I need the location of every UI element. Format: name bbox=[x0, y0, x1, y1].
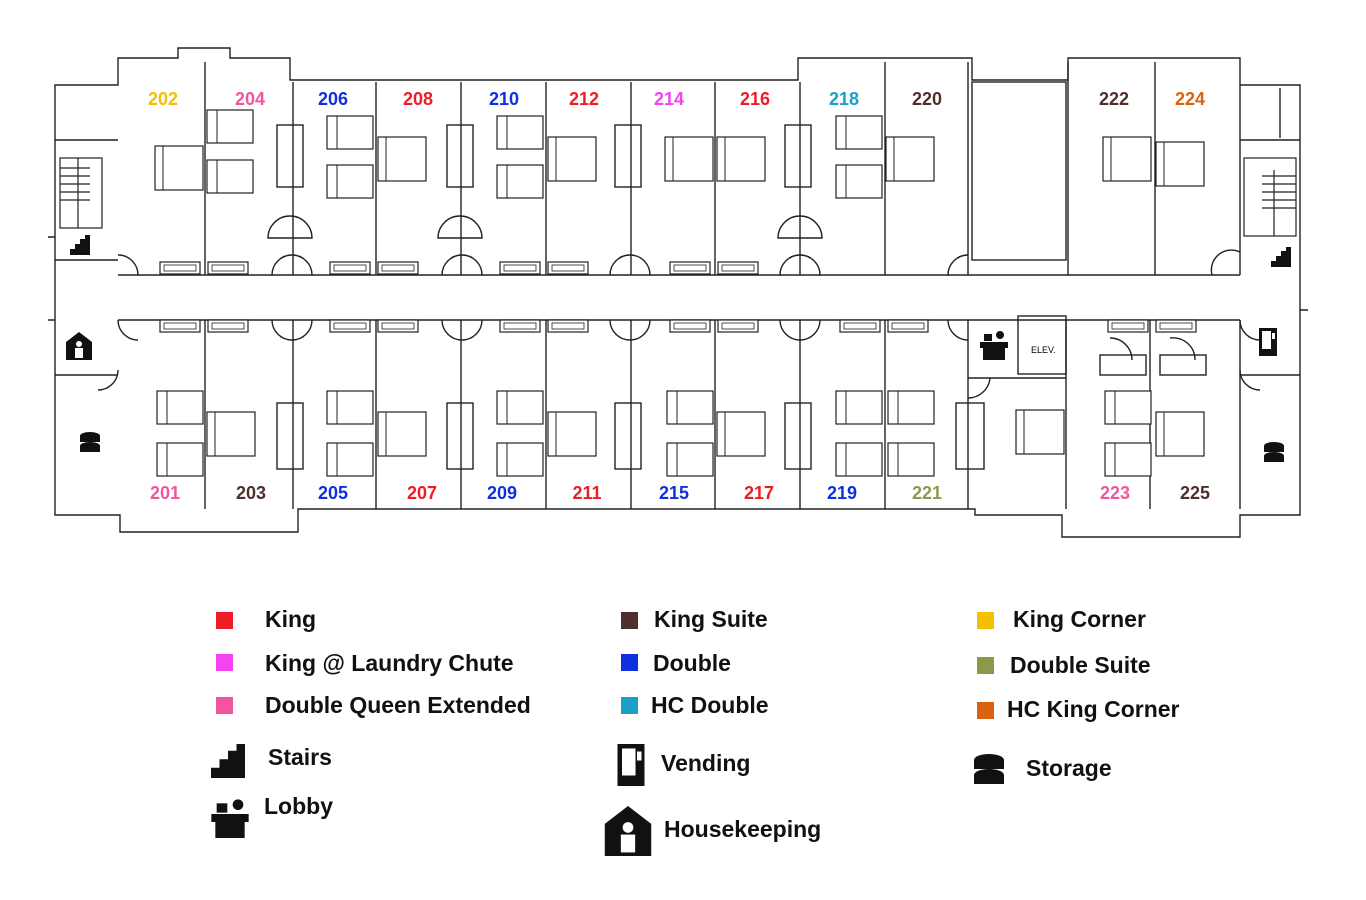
legend-dq-extended: Double Queen Extended bbox=[265, 692, 531, 718]
swatch-king-suite bbox=[621, 612, 638, 629]
beds bbox=[154, 109, 1205, 477]
legend-hc-double: HC Double bbox=[651, 692, 769, 718]
legend-king: King bbox=[265, 606, 317, 632]
room-number-210: 210 bbox=[489, 89, 519, 109]
legend-lobby: Lobby bbox=[264, 793, 333, 819]
legend-king-suite: King Suite bbox=[654, 606, 768, 632]
swatch-king bbox=[216, 612, 233, 629]
lobby-icon bbox=[980, 331, 1008, 360]
storage-icon bbox=[80, 432, 100, 452]
lobby-icon bbox=[211, 799, 249, 838]
room-number-220: 220 bbox=[912, 89, 942, 109]
room-labels: 202 204 206 208 210 212 214 216 218 220 222 224 201 2… bbox=[148, 89, 1210, 503]
legend-double: Double bbox=[653, 650, 731, 676]
room-number-204: 204 bbox=[235, 89, 265, 109]
room-number-215: 215 bbox=[659, 483, 689, 503]
swatch-hc-double bbox=[621, 697, 638, 714]
stairs-icon bbox=[70, 235, 90, 255]
room-number-218: 218 bbox=[829, 89, 859, 109]
swatch-king-corner bbox=[977, 612, 994, 629]
room-number-212: 212 bbox=[569, 89, 599, 109]
vending-icon bbox=[1259, 328, 1277, 356]
room-number-206: 206 bbox=[318, 89, 348, 109]
room-number-216: 216 bbox=[740, 89, 770, 109]
swatch-hc-king-corner bbox=[977, 702, 994, 719]
stairwell-left bbox=[59, 157, 103, 229]
stairwell-right bbox=[1243, 157, 1297, 237]
room-number-211: 211 bbox=[572, 483, 601, 503]
storage-icon bbox=[1264, 442, 1284, 462]
stairs-icon bbox=[1271, 247, 1291, 267]
room-number-205: 205 bbox=[318, 483, 348, 503]
housekeeping-icon bbox=[66, 332, 92, 360]
room-number-223: 223 bbox=[1100, 483, 1130, 503]
room-number-208: 208 bbox=[403, 89, 433, 109]
legend-storage: Storage bbox=[1026, 755, 1112, 781]
room-number-219: 219 bbox=[827, 483, 857, 503]
housekeeping-icon bbox=[604, 806, 652, 856]
room-number-203: 203 bbox=[236, 483, 266, 503]
corridor-windows bbox=[159, 261, 1197, 333]
storage-icon bbox=[974, 754, 1004, 784]
room-number-209: 209 bbox=[487, 483, 517, 503]
floor-plan: ELEV. 2022042062082102122142162182202222… bbox=[48, 47, 1308, 538]
elevator-label: ELEV. bbox=[1031, 345, 1056, 355]
room-number-221: 221 bbox=[912, 483, 942, 503]
room-number-201: 201 bbox=[150, 483, 180, 503]
swatch-double bbox=[621, 654, 638, 671]
vending-icon bbox=[617, 744, 645, 786]
swatch-dq-extended bbox=[216, 697, 233, 714]
legend-double-suite: Double Suite bbox=[1010, 652, 1151, 678]
swatch-king-laundry bbox=[216, 654, 233, 671]
room-number-222: 222 bbox=[1099, 89, 1129, 109]
legend-vending: Vending bbox=[661, 750, 751, 776]
legend-king-laundry: King @ Laundry Chute bbox=[265, 650, 514, 676]
swatch-double-suite bbox=[977, 657, 994, 674]
legend-housekeeping: Housekeeping bbox=[664, 816, 822, 842]
room-number-225: 225 bbox=[1180, 483, 1210, 503]
room-number-202: 202 bbox=[148, 89, 178, 109]
legend-king-corner: King Corner bbox=[1013, 606, 1146, 632]
room-number-224: 224 bbox=[1175, 89, 1205, 109]
stairs-icon bbox=[211, 744, 245, 778]
room-number-207: 207 bbox=[407, 483, 437, 503]
room-number-217: 217 bbox=[744, 483, 774, 503]
room-number-214: 214 bbox=[654, 89, 684, 109]
legend-hc-king-corner: HC King Corner bbox=[1007, 696, 1180, 722]
legend-stairs: Stairs bbox=[268, 744, 332, 770]
